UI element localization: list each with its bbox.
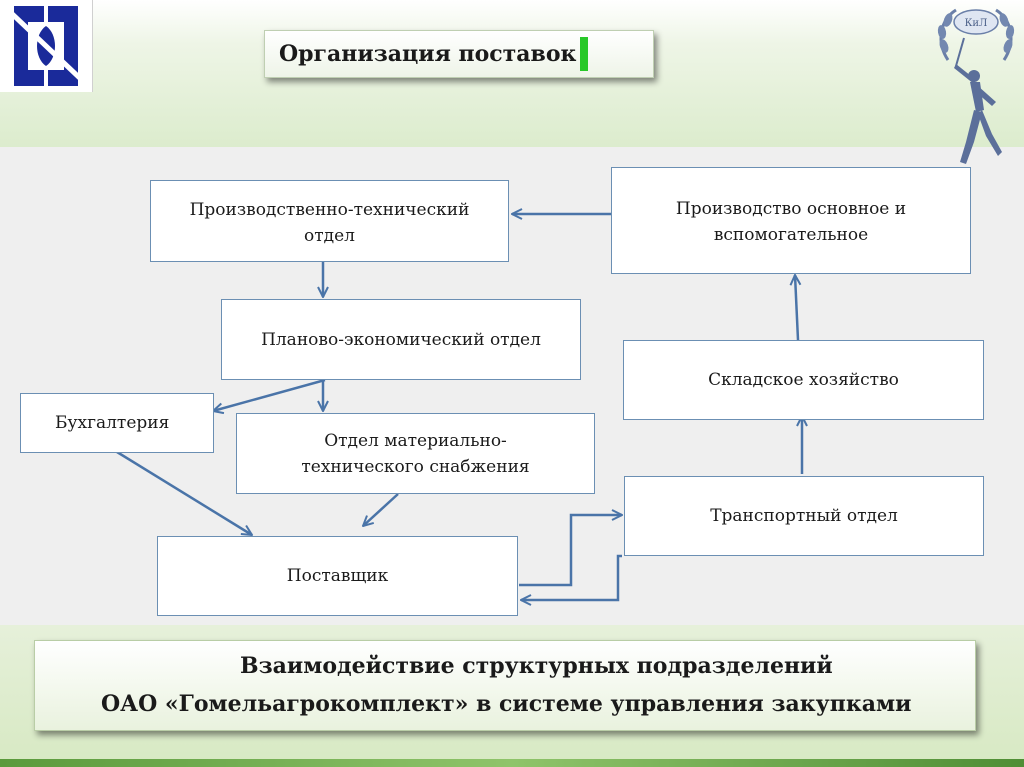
box-pto: Производственно-технический отдел [150, 180, 509, 262]
arrow-transport-to-supplier [521, 554, 622, 600]
title-marker [580, 37, 589, 71]
arrow-mts-to-supplier [363, 493, 399, 526]
box-warehouse-label: Складское хозяйство [708, 370, 899, 390]
box-accounting-label: Бухгалтерия [55, 413, 170, 433]
box-accounting: Бухгалтерия [20, 393, 214, 453]
company-logo-icon [0, 0, 93, 92]
hermes-emblem-icon: КиЛ [930, 2, 1022, 166]
footer-line-1: Взаимодействие структурных подразделений [240, 653, 833, 679]
box-pto-label: Производственно-технический отдел [189, 200, 470, 246]
footer-caption: Взаимодействие структурных подразделений… [34, 640, 976, 731]
box-warehouse: Складское хозяйство [623, 340, 984, 420]
page-title: Организация поставок [264, 30, 654, 78]
box-production-label: Производство основное и вспомогательное [675, 199, 907, 245]
box-peo-label: Планово-экономический отдел [261, 329, 541, 350]
box-supplier-label: Поставщик [286, 566, 389, 586]
box-mts-label: Отдел материально-технического снабжения [301, 430, 530, 477]
arrow-accounting-to-supplier [116, 450, 252, 535]
page-title-text: Организация поставок [279, 41, 577, 67]
box-supplier: Поставщик [157, 536, 518, 616]
box-peo: Планово-экономический отдел [221, 299, 581, 380]
emblem-text: КиЛ [965, 18, 988, 29]
box-transport: Транспортный отдел [624, 476, 984, 556]
arrow-supplier-to-transport [519, 515, 622, 587]
green-stripe [0, 759, 1024, 767]
footer-line-2: ОАО «Гомельагрокомплект» в системе управ… [101, 691, 912, 717]
arrow-warehouse-to-production [795, 275, 798, 341]
box-transport-label: Транспортный отдел [710, 506, 898, 526]
box-mts: Отдел материально-технического снабжения [236, 413, 595, 494]
arrow-peo-to-accounting [213, 378, 326, 411]
box-production: Производство основное и вспомогательное [611, 167, 971, 274]
